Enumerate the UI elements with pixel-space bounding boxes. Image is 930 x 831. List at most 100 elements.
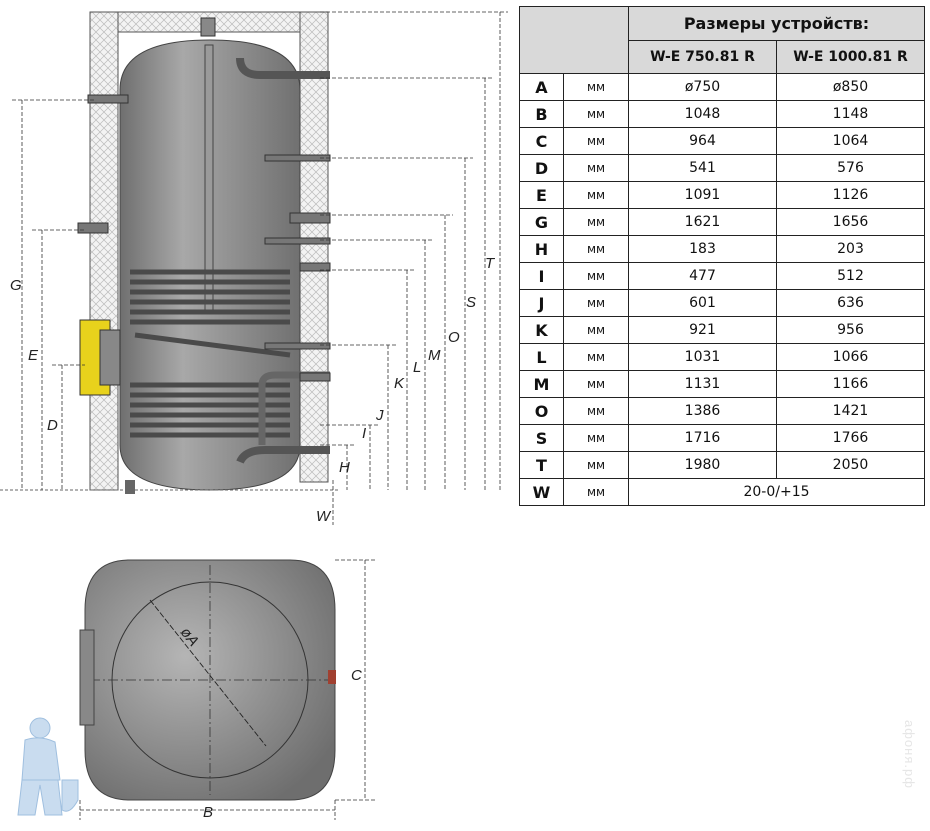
row-value-model-1: 183 <box>628 235 777 263</box>
row-value-model-1: 1716 <box>628 424 777 452</box>
dimension-lines <box>12 11 508 525</box>
row-value-model-1: 1621 <box>628 208 777 236</box>
row-value-model-2: 1066 <box>776 343 925 371</box>
row-unit: мм <box>563 451 629 479</box>
dim-label-W: W <box>316 508 332 525</box>
row-label: I <box>519 262 564 290</box>
row-value-model-1: 477 <box>628 262 777 290</box>
row-value-model-1: 1091 <box>628 181 777 209</box>
row-unit: мм <box>563 478 629 506</box>
row-value-model-2: 1656 <box>776 208 925 236</box>
dim-label-O: O <box>448 329 460 346</box>
dim-label-D: D <box>47 417 58 434</box>
row-label: G <box>519 208 564 236</box>
upper-coil <box>130 269 291 358</box>
row-value-model-1: 921 <box>628 316 777 344</box>
row-label: H <box>519 235 564 263</box>
row-value-merged: 20-0/+15 <box>628 478 925 506</box>
insulation-right <box>299 11 329 483</box>
table-title: Размеры устройств: <box>628 6 925 41</box>
model-header-1: W-E 750.81 R <box>628 40 777 74</box>
dim-label-K: K <box>394 375 405 392</box>
side-connections <box>77 94 331 382</box>
row-value-model-1: 601 <box>628 289 777 317</box>
row-value-model-2: 636 <box>776 289 925 317</box>
row-label: E <box>519 181 564 209</box>
row-value-model-2: 203 <box>776 235 925 263</box>
row-value-model-1: 1386 <box>628 397 777 425</box>
row-unit: мм <box>563 154 629 182</box>
dim-label-E: E <box>28 347 39 364</box>
row-label: L <box>519 343 564 371</box>
row-value-model-2: 1766 <box>776 424 925 452</box>
row-value-model-1: 1980 <box>628 451 777 479</box>
side-view <box>0 11 340 494</box>
model-header-2: W-E 1000.81 R <box>776 40 925 74</box>
hot-outlet-pipe <box>236 57 330 79</box>
dim-label-I: I <box>362 425 366 442</box>
row-unit: мм <box>563 397 629 425</box>
row-unit: мм <box>563 100 629 128</box>
dim-label-G: G <box>10 277 22 294</box>
row-unit: мм <box>563 73 629 101</box>
row-unit: мм <box>563 181 629 209</box>
row-value-model-2: 512 <box>776 262 925 290</box>
row-value-model-2: 2050 <box>776 451 925 479</box>
row-unit: мм <box>563 289 629 317</box>
row-unit: мм <box>563 343 629 371</box>
row-label: D <box>519 154 564 182</box>
dim-label-S: S <box>466 294 476 311</box>
row-value-model-2: 956 <box>776 316 925 344</box>
row-unit: мм <box>563 235 629 263</box>
dim-label-C: C <box>351 667 362 684</box>
row-label: C <box>519 127 564 155</box>
row-label: S <box>519 424 564 452</box>
row-value-model-2: 576 <box>776 154 925 182</box>
dim-label-L: L <box>413 359 421 376</box>
row-unit: мм <box>563 262 629 290</box>
row-unit: мм <box>563 424 629 452</box>
watermark: афоня.рф <box>902 720 917 789</box>
table-corner <box>519 6 629 74</box>
row-label: A <box>519 73 564 101</box>
insulation-left <box>89 11 119 491</box>
row-label: B <box>519 100 564 128</box>
dim-label-J: J <box>375 407 384 424</box>
row-unit: мм <box>563 208 629 236</box>
dim-label-H: H <box>339 459 350 476</box>
row-label: O <box>519 397 564 425</box>
plumber-logo <box>17 717 79 816</box>
row-value-model-2: 1064 <box>776 127 925 155</box>
row-value-model-2: 1126 <box>776 181 925 209</box>
row-unit: мм <box>563 370 629 398</box>
dimensions-table: Размеры устройств: W-E 750.81 R W-E 1000… <box>519 6 925 506</box>
row-unit: мм <box>563 316 629 344</box>
cold-inlet-pipe <box>236 446 330 464</box>
row-label: K <box>519 316 564 344</box>
dim-label-B: B <box>203 804 213 821</box>
row-value-model-2: ø850 <box>776 73 925 101</box>
row-value-model-1: ø750 <box>628 73 777 101</box>
row-label: T <box>519 451 564 479</box>
dim-label-M: M <box>428 347 441 364</box>
table-row: W мм 20-0/+15 <box>519 478 925 506</box>
row-value-model-2: 1148 <box>776 100 925 128</box>
row-value-model-1: 1048 <box>628 100 777 128</box>
row-label: W <box>519 478 564 506</box>
row-value-model-1: 541 <box>628 154 777 182</box>
